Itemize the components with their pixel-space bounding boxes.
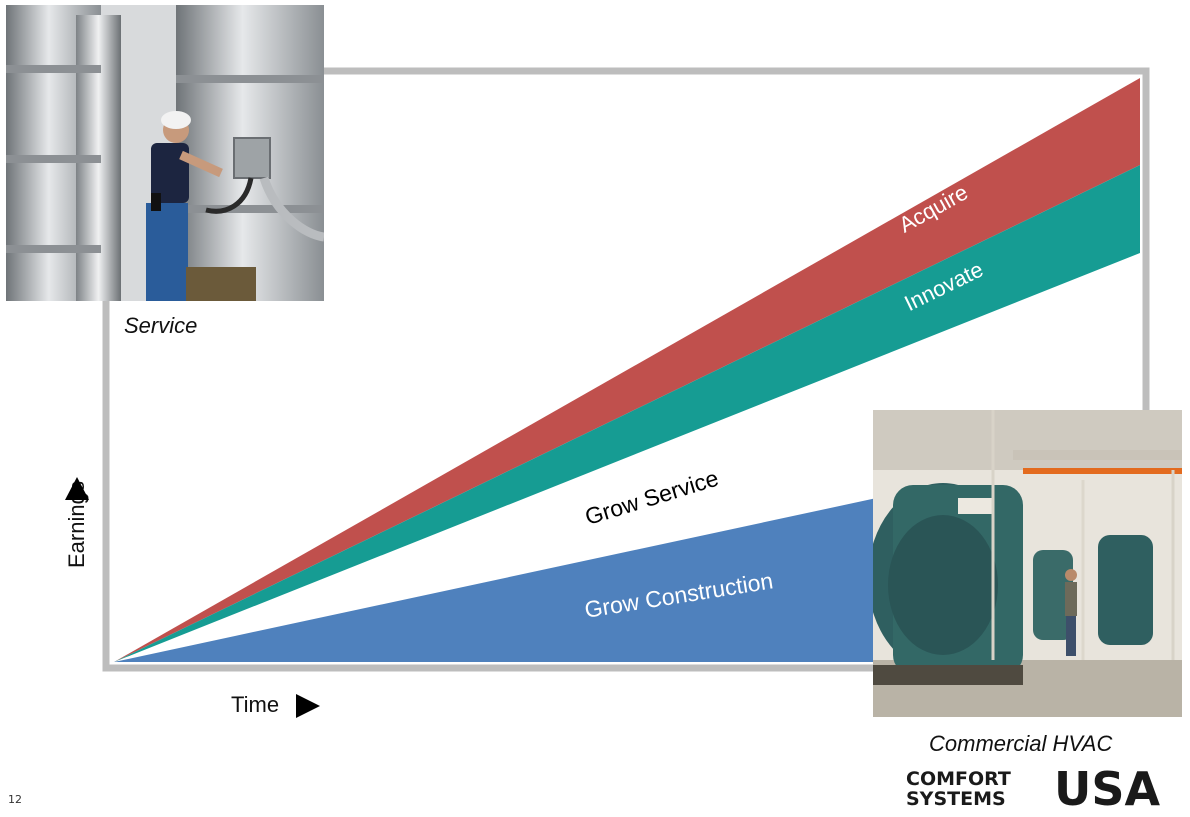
logo-usa-mark: USA (1054, 766, 1160, 812)
logo-usa-text: USA (1054, 762, 1161, 816)
logo-word-systems: SYSTEMS (906, 788, 1006, 810)
y-axis-arrow-icon (65, 477, 89, 500)
service-caption: Service (124, 313, 198, 338)
band-acquire (114, 78, 1140, 662)
commercial-hvac-caption: Commercial HVAC (929, 731, 1113, 756)
x-axis-arrow-icon (296, 694, 320, 718)
commercial-hvac-photo (873, 410, 1182, 717)
diagram-frame (102, 67, 1150, 672)
band-grow-construction (114, 493, 900, 662)
comfort-systems-usa-logo: COMFORT SYSTEMS USA (906, 766, 1186, 814)
band-label-grow-service: Grow Service (582, 465, 722, 530)
logo-word-comfort: COMFORT (906, 768, 1011, 790)
service-photo (6, 5, 324, 301)
band-innovate (114, 165, 1140, 662)
page-number: 12 (8, 793, 22, 806)
x-axis-label: Time (231, 692, 279, 717)
